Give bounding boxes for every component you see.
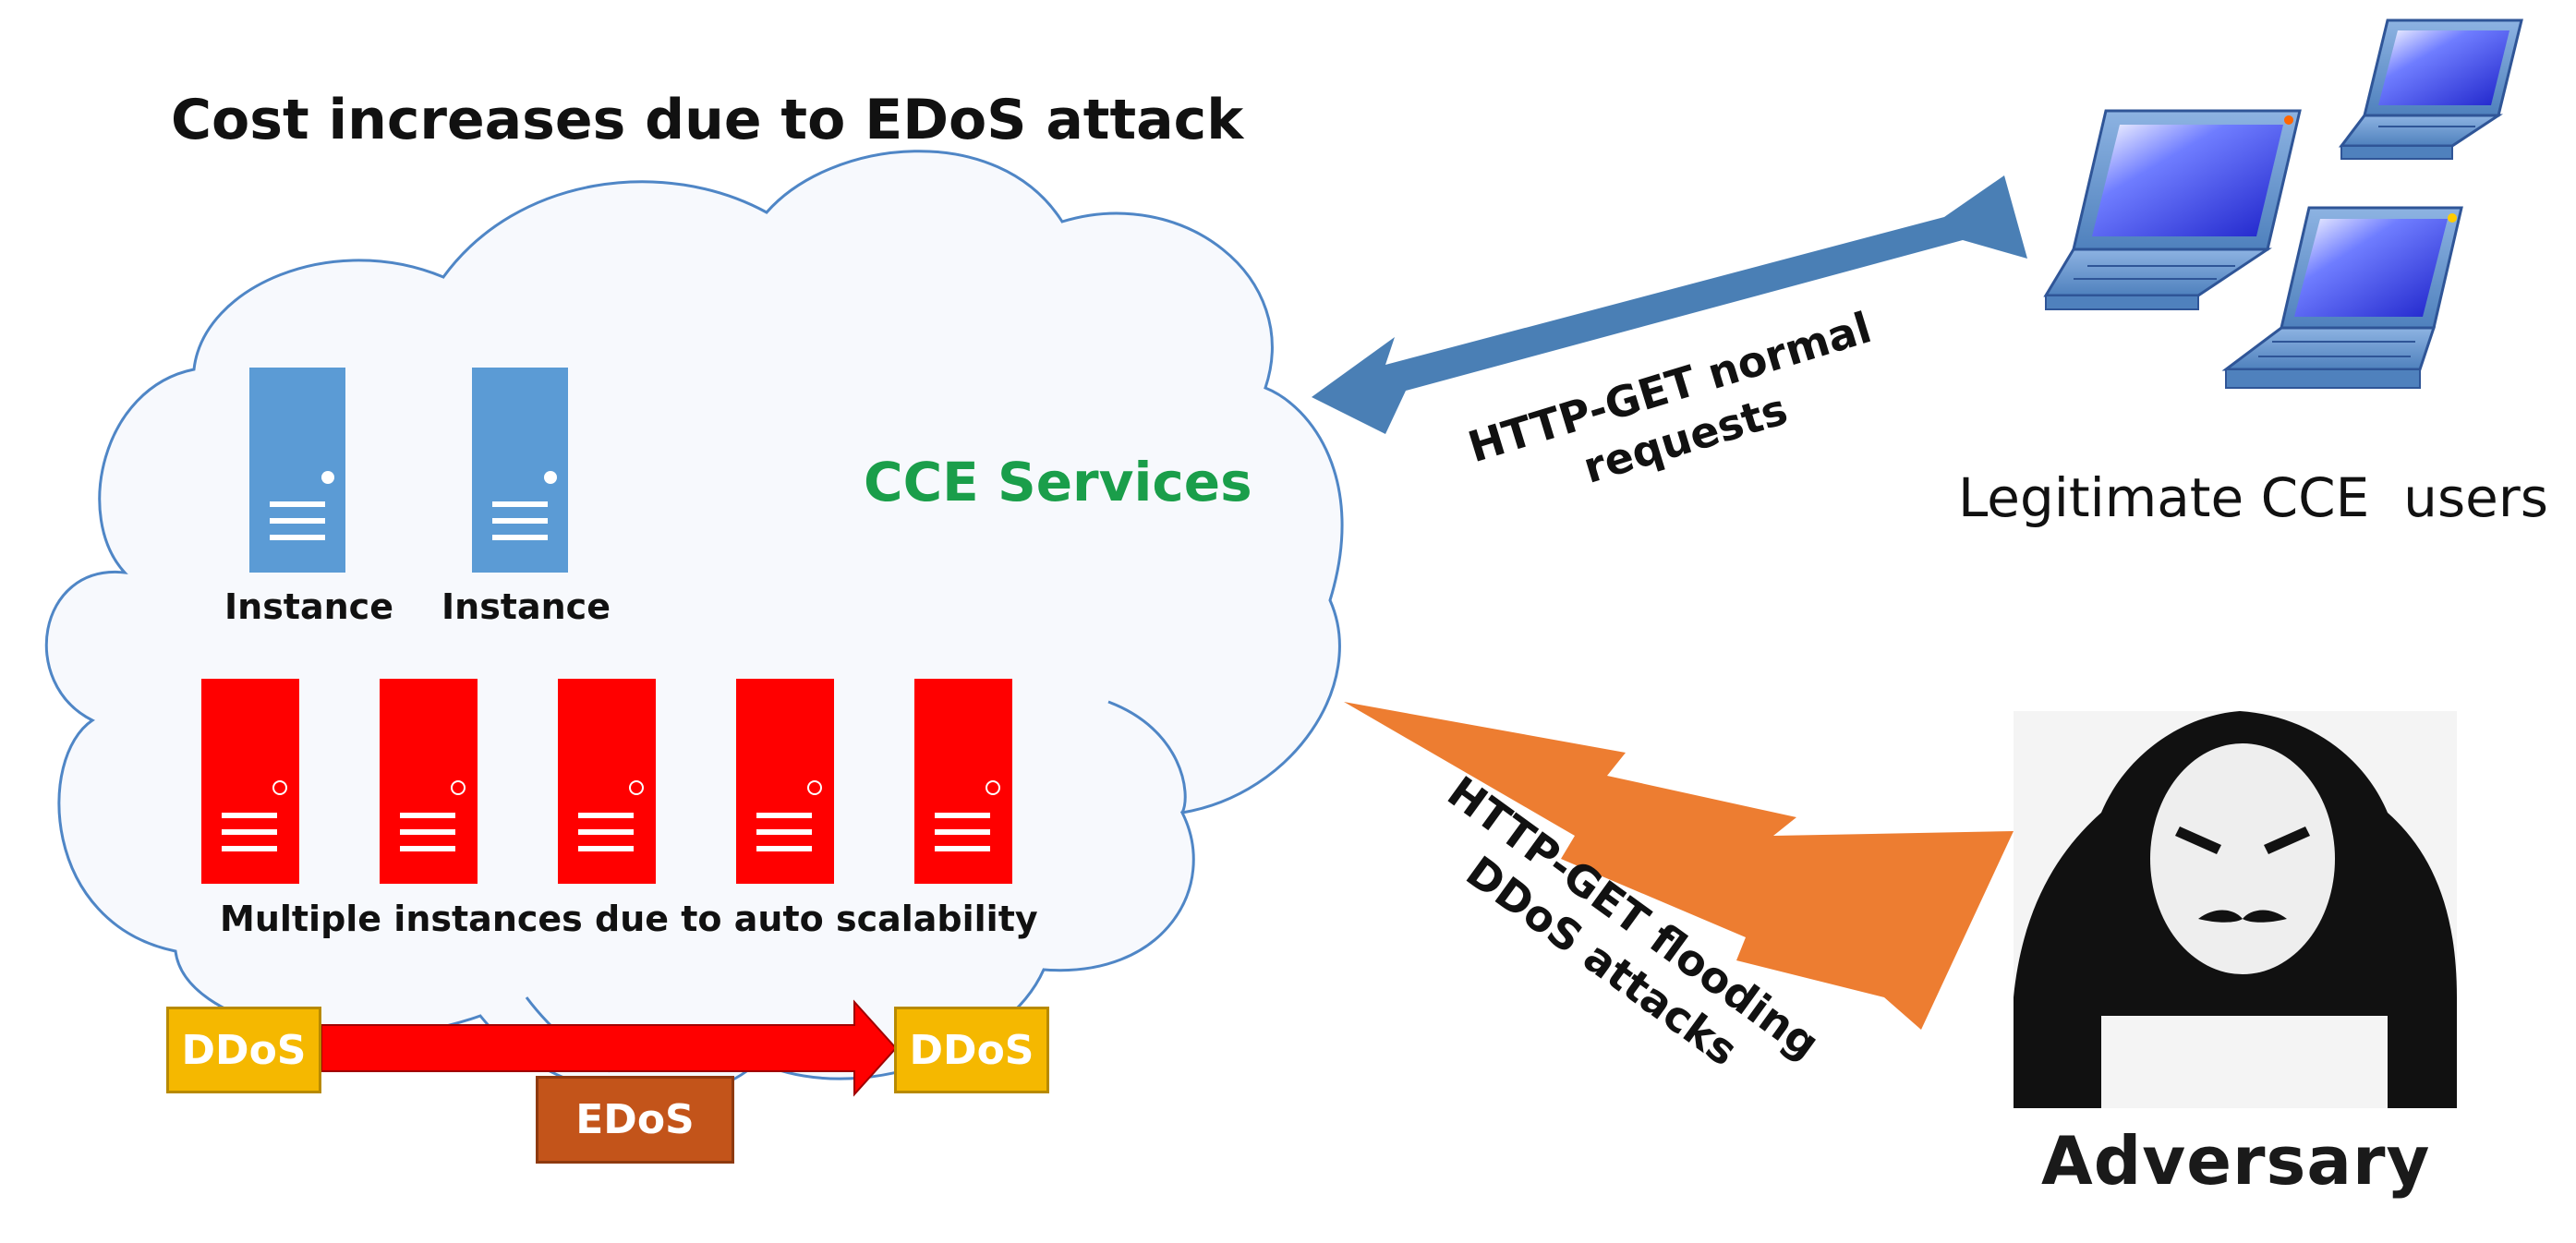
laptop-3-icon — [2221, 206, 2463, 389]
scaled-instance-1-icon — [201, 679, 299, 884]
edos-box: EDoS — [536, 1076, 734, 1164]
page-title: Cost increases due to EDoS attack — [171, 88, 1244, 152]
legitimate-users-label: Legitimate CCE users — [1958, 466, 2548, 529]
ddos-box-right: DDoS — [894, 1007, 1049, 1093]
laptop-1-icon — [2043, 109, 2302, 310]
instance-server-2-icon — [472, 368, 568, 573]
scaled-instance-3-icon — [558, 679, 656, 884]
instance-server-1-icon — [249, 368, 345, 573]
scaled-instances-caption: Multiple instances due to auto scalabili… — [220, 899, 1038, 939]
normal-request-arrow — [1312, 175, 2027, 434]
instance-label-2: Instance — [441, 586, 611, 627]
scaled-instance-4-icon — [736, 679, 834, 884]
instance-label-1: Instance — [224, 586, 393, 627]
scaled-instance-5-icon — [914, 679, 1012, 884]
ddos-attack-bolt-arrow — [1344, 702, 2014, 1030]
ddos-box-left: DDoS — [166, 1007, 321, 1093]
adversary-label: Adversary — [2041, 1122, 2431, 1200]
ddos-to-ddos-arrow — [320, 999, 898, 1097]
scaled-instance-2-icon — [380, 679, 478, 884]
adversary-icon — [2014, 711, 2457, 1108]
cce-services-label: CCE Services — [864, 451, 1252, 513]
laptop-2-icon — [2338, 18, 2523, 160]
